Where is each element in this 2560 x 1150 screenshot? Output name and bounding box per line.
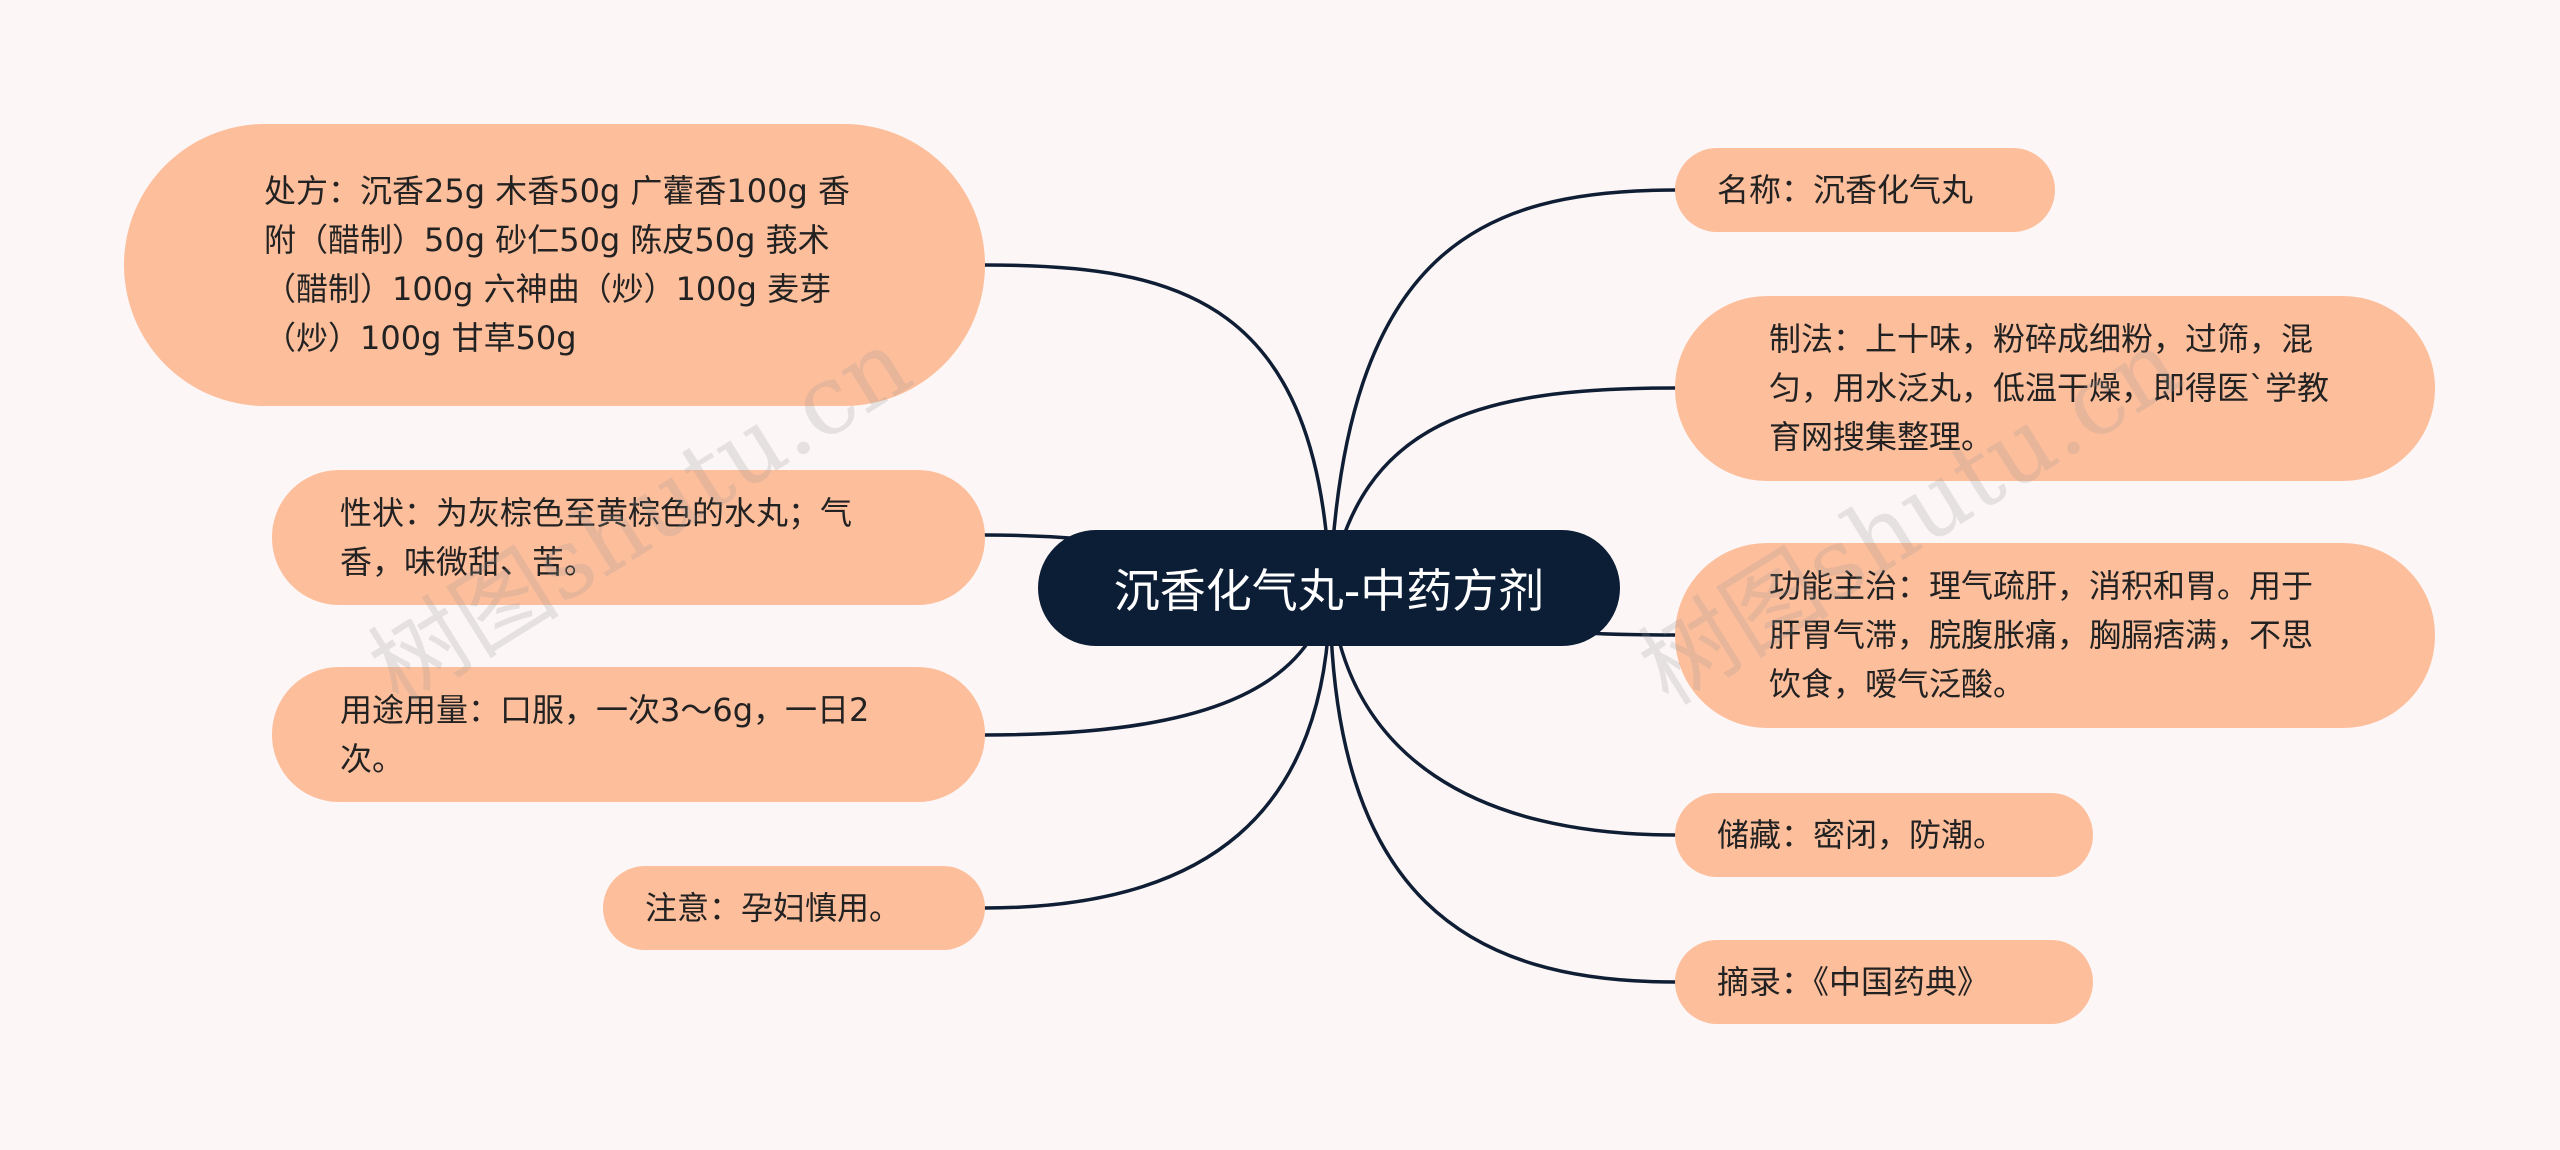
node-prescription-text: 处方：沉香25g 木香50g 广藿香100g 香附（醋制）50g 砂仁50g 陈…	[264, 172, 850, 357]
root-title: 沉香化气丸-中药方剂	[1113, 564, 1545, 618]
node-usage: 用途用量：口服，一次3～6g，一日2次。	[272, 667, 985, 802]
node-caution-text: 注意：孕妇慎用。	[645, 888, 902, 927]
connector-prescription	[983, 263, 1332, 590]
node-function-text: 功能主治：理气疏肝，消积和胃。用于肝胃气滞，脘腹胀痛，胸膈痞满，不思饮食，嗳气泛…	[1769, 567, 2314, 703]
connector-method	[1328, 386, 1677, 590]
node-method: 制法：上十味，粉碎成细粉，过筛，混匀，用水泛丸，低温干燥，即得医`学教育网搜集整…	[1675, 296, 2435, 481]
connector-source	[1328, 586, 1677, 984]
node-character: 性状：为灰棕色至黄棕色的水丸；气香，味微甜、苦。	[272, 470, 985, 605]
node-prescription: 处方：沉香25g 木香50g 广藿香100g 香附（醋制）50g 砂仁50g 陈…	[124, 124, 985, 406]
root-topic: 沉香化气丸-中药方剂	[1038, 530, 1620, 646]
connector-storage	[1328, 586, 1677, 837]
node-name-text: 名称：沉香化气丸	[1717, 170, 1974, 209]
connector-name	[1328, 188, 1677, 590]
node-character-text: 性状：为灰棕色至黄棕色的水丸；气香，味微甜、苦。	[340, 493, 853, 581]
node-usage-text: 用途用量：口服，一次3～6g，一日2次。	[340, 690, 870, 778]
node-source-text: 摘录：《中国药典》	[1717, 962, 1990, 1001]
node-method-text: 制法：上十味，粉碎成细粉，过筛，混匀，用水泛丸，低温干燥，即得医`学教育网搜集整…	[1769, 320, 2330, 456]
node-caution: 注意：孕妇慎用。	[603, 866, 985, 950]
node-storage-text: 储藏：密闭，防潮。	[1717, 815, 2006, 854]
node-storage: 储藏：密闭，防潮。	[1675, 793, 2093, 877]
connector-caution	[983, 586, 1332, 910]
node-source: 摘录：《中国药典》	[1675, 940, 2093, 1024]
node-function: 功能主治：理气疏肝，消积和胃。用于肝胃气滞，脘腹胀痛，胸膈痞满，不思饮食，嗳气泛…	[1675, 543, 2435, 728]
node-name: 名称：沉香化气丸	[1675, 148, 2055, 232]
